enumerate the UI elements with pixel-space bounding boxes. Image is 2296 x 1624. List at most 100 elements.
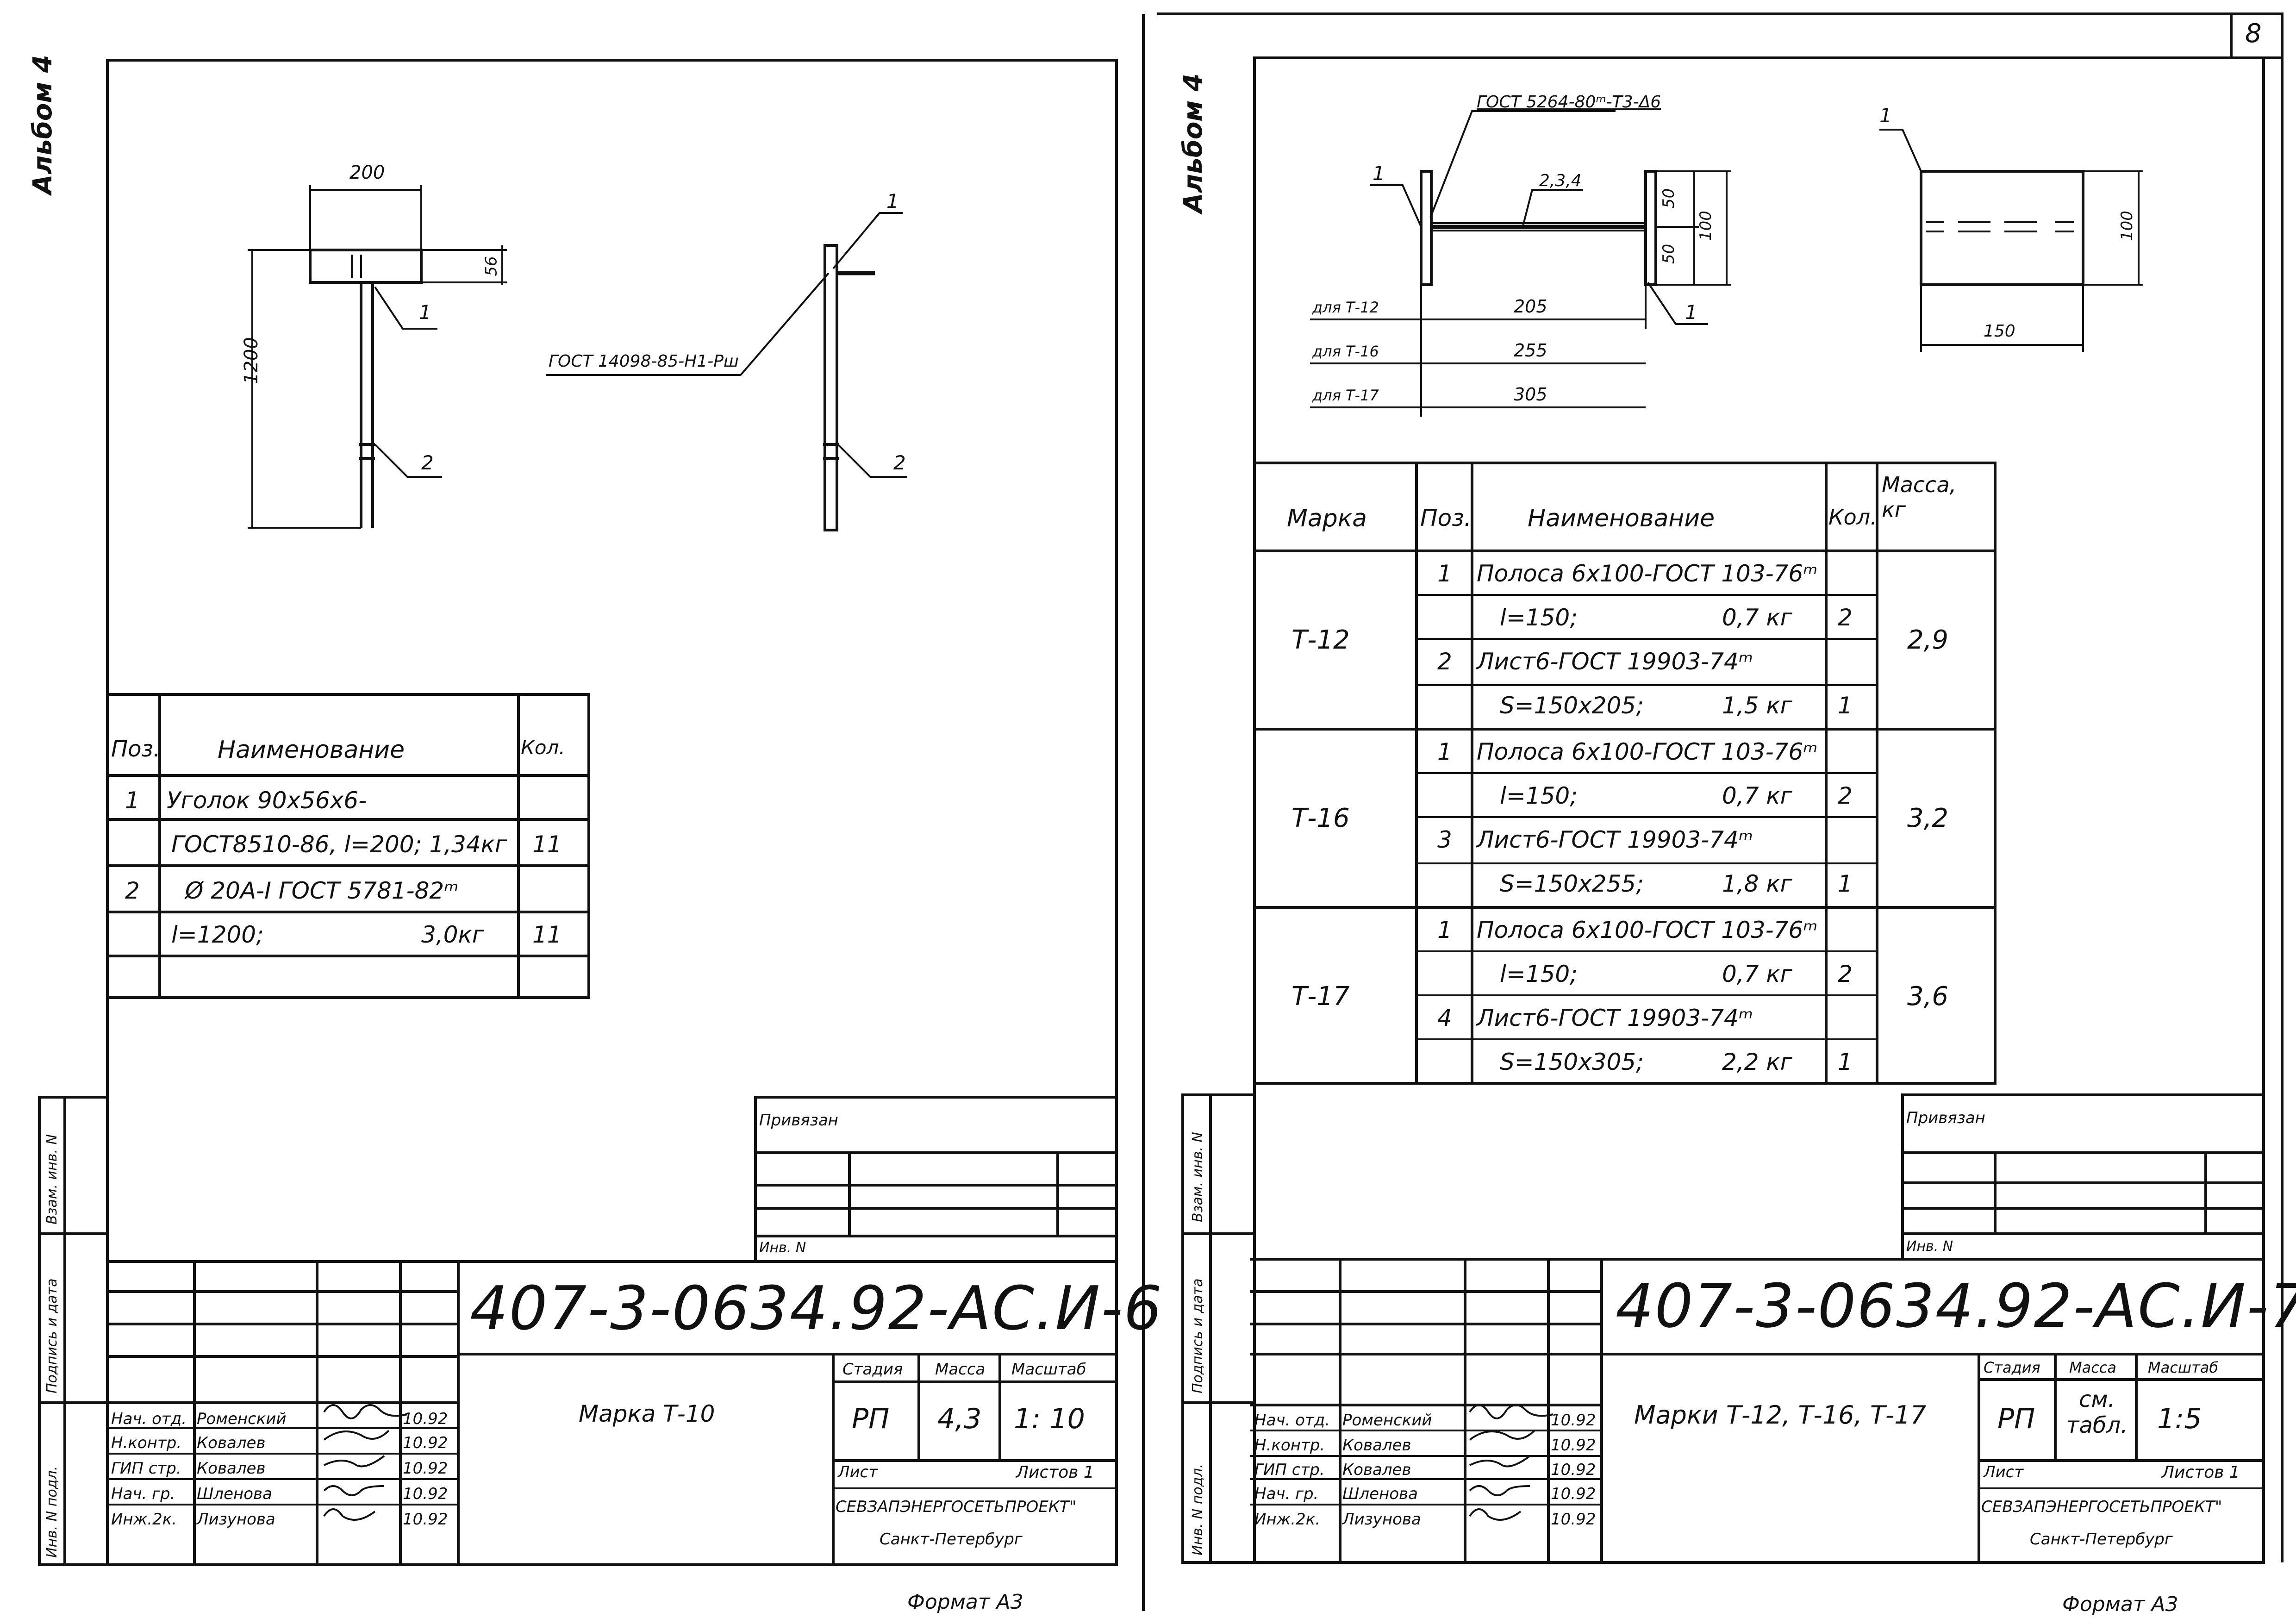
document-code: 407-3-0634.92-АС.И-7: [1616, 1271, 2296, 1341]
table-cell-qty: 11: [532, 831, 562, 858]
person-date: 10.92: [403, 1485, 448, 1503]
table-header-name: Наименование: [218, 736, 405, 764]
side-label: Взам. инв. N: [44, 1134, 60, 1224]
album-label-right: Альбом 4: [1178, 73, 1208, 213]
table-cell-name: Лист6-ГОСТ 19903-74ᵐ: [1477, 648, 1753, 675]
person-role: Нач. гр.: [1254, 1485, 1319, 1503]
table-cell-qty: 1: [1838, 870, 1853, 897]
dim-thickness: 56: [482, 256, 501, 276]
person-name: Ковалев: [197, 1434, 266, 1452]
person-name: Ковалев: [1342, 1436, 1411, 1455]
stage-value: РП: [1997, 1403, 2035, 1435]
dim-row-value: 305: [1514, 384, 1547, 405]
sheet-label: Лист: [838, 1463, 878, 1481]
dim-row-label: для Т-17: [1312, 387, 1379, 404]
table-cell-group-mass: 3,6: [1907, 981, 1949, 1012]
person-role: Н.контр.: [111, 1434, 182, 1452]
person-name: Шленова: [197, 1485, 272, 1503]
table-cell-qty: 11: [532, 921, 562, 948]
side-label: Взам. инв. N: [1190, 1132, 1206, 1222]
table-cell-group-mass: 2,9: [1907, 625, 1949, 655]
table-cell-mass: 3,0кг: [421, 921, 484, 948]
weld-gost-label: ГОСТ 5264-80ᵐ-Т3-Δ6: [1477, 93, 1661, 112]
person-role: Инж.2к.: [111, 1510, 177, 1529]
table-cell-qty: 1: [1838, 1049, 1853, 1075]
side-label: Инв. N подл.: [44, 1466, 60, 1558]
table-cell-name: Ø 20А-I ГОСТ 5781-82ᵐ: [185, 877, 459, 904]
dimension-label: 100: [2118, 211, 2136, 241]
table-cell-pos: 1: [1437, 917, 1452, 943]
stage-value: РП: [852, 1403, 890, 1435]
table-cell-pos: 3: [1437, 826, 1452, 853]
person-role: Нач. гр.: [111, 1485, 175, 1503]
stage-header: Стадия: [1984, 1359, 2040, 1376]
city: Санкт-Петербург: [2030, 1530, 2173, 1549]
position-label: 2: [421, 451, 434, 474]
inv-label: Инв. N: [759, 1240, 806, 1256]
dimension-label: 50: [1660, 244, 1678, 264]
table-cell-name: Лист6-ГОСТ 19903-74ᵐ: [1477, 1005, 1753, 1031]
position-label: 1: [886, 190, 899, 212]
person-role: Нач. отд.: [1254, 1411, 1330, 1430]
album-label-left: Альбом 4: [28, 55, 58, 194]
table-cell-name: S=150х305;: [1500, 1049, 1644, 1075]
sheets-count: Листов 1: [2162, 1463, 2240, 1482]
table-cell-pos: 4: [1437, 1005, 1452, 1031]
dimension-label: 100: [1697, 211, 1715, 241]
table-cell-pos: 1: [1437, 560, 1452, 587]
position-label: 1: [1879, 104, 1892, 127]
table-header-name: Наименование: [1528, 505, 1715, 532]
dim-row-value: 205: [1514, 296, 1547, 317]
table-cell-qty: 2: [1838, 604, 1853, 631]
side-label: Подпись и дата: [1190, 1278, 1206, 1394]
table-cell-mark: Т-17: [1292, 981, 1350, 1012]
format-label: Формат А3: [2062, 1593, 2178, 1616]
person-date: 10.92: [403, 1510, 448, 1529]
mass-header: Масса: [2069, 1359, 2117, 1376]
table-cell-qty: 2: [1838, 961, 1853, 987]
person-role: ГИП стр.: [1254, 1461, 1325, 1479]
organization: СЕВЗАПЭНЕРГОСЕТЬПРОЕКТ": [1981, 1498, 2222, 1516]
bound-label: Привязан: [1906, 1109, 1985, 1127]
drawing-title: Марка Т-10: [579, 1400, 715, 1427]
sheet-label: Лист: [1984, 1463, 2024, 1481]
table-cell-weight: 0,7 кг: [1722, 961, 1792, 987]
dim-width: 200: [349, 162, 385, 183]
table-cell-name: ГОСТ8510-86, l=200; 1,34кг: [171, 831, 507, 858]
person-name: Шленова: [1342, 1485, 1418, 1503]
table-cell-name: S=150х205;: [1500, 692, 1644, 719]
person-name: Ковалев: [1342, 1461, 1411, 1479]
table-cell-pos: 2: [125, 877, 140, 904]
table-header-mass: Масса, кг: [1882, 472, 1957, 522]
person-name: Роменский: [197, 1410, 287, 1428]
mass-header: Масса: [935, 1360, 986, 1379]
person-name: Ковалев: [197, 1459, 266, 1478]
table-cell-name: Уголок 90х56х6-: [167, 787, 367, 814]
drawing-title: Марки Т-12, Т-16, Т-17: [1634, 1400, 1927, 1430]
stage-header: Стадия: [842, 1360, 903, 1379]
table-cell-qty: 2: [1838, 782, 1853, 809]
dim-row-label: для Т-16: [1312, 343, 1379, 360]
person-date: 10.92: [403, 1434, 448, 1452]
inv-label: Инв. N: [1906, 1238, 1953, 1255]
table-cell-pos: 1: [125, 787, 140, 814]
table-cell-name: Полоса 6х100-ГОСТ 103-76ᵐ: [1477, 560, 1818, 587]
table-header-mark: Марка: [1287, 505, 1367, 532]
side-label: Инв. N подл.: [1190, 1463, 1206, 1555]
table-cell-weight: 2,2 кг: [1722, 1049, 1792, 1075]
person-role: Нач. отд.: [111, 1410, 187, 1428]
position-label: 1: [419, 301, 431, 324]
table-cell-name: l=150;: [1500, 961, 1578, 987]
table-cell-pos: 2: [1437, 648, 1452, 675]
person-date: 10.92: [403, 1459, 448, 1478]
sheets-count: Листов 1: [1016, 1463, 1094, 1482]
table-cell-mark: Т-16: [1292, 803, 1350, 833]
person-name: Роменский: [1342, 1411, 1432, 1430]
table-header-qty: Кол.: [1828, 505, 1877, 530]
person-date: 10.92: [1551, 1510, 1596, 1529]
table-cell-weight: 1,5 кг: [1722, 692, 1792, 719]
table-cell-group-mass: 3,2: [1907, 803, 1949, 833]
table-cell-weight: 0,7 кг: [1722, 604, 1792, 631]
position-label: 1: [1685, 301, 1697, 324]
